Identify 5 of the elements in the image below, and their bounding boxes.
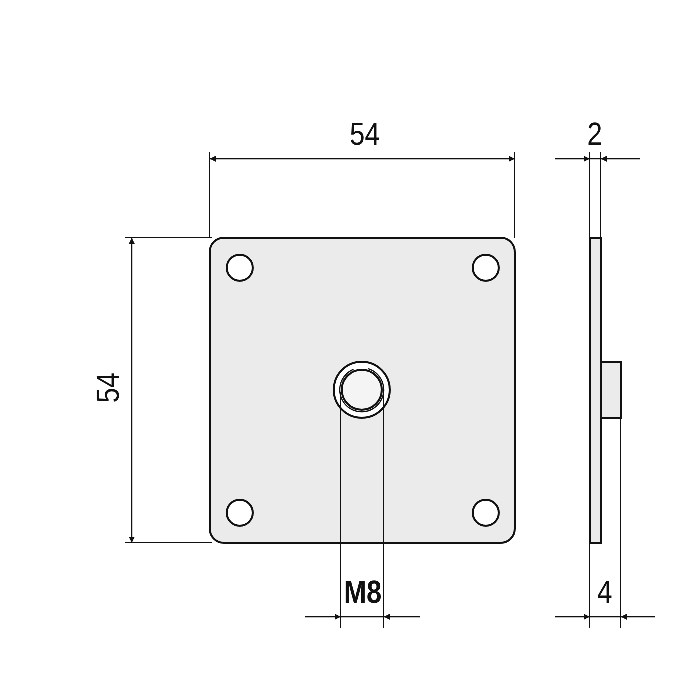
dimension-value: 4 [597, 576, 613, 608]
dimension-value: 54 [350, 118, 380, 150]
dimension-value: 54 [92, 372, 124, 404]
dimension-value: 2 [587, 118, 603, 150]
dimension-value: M8 [344, 576, 382, 608]
